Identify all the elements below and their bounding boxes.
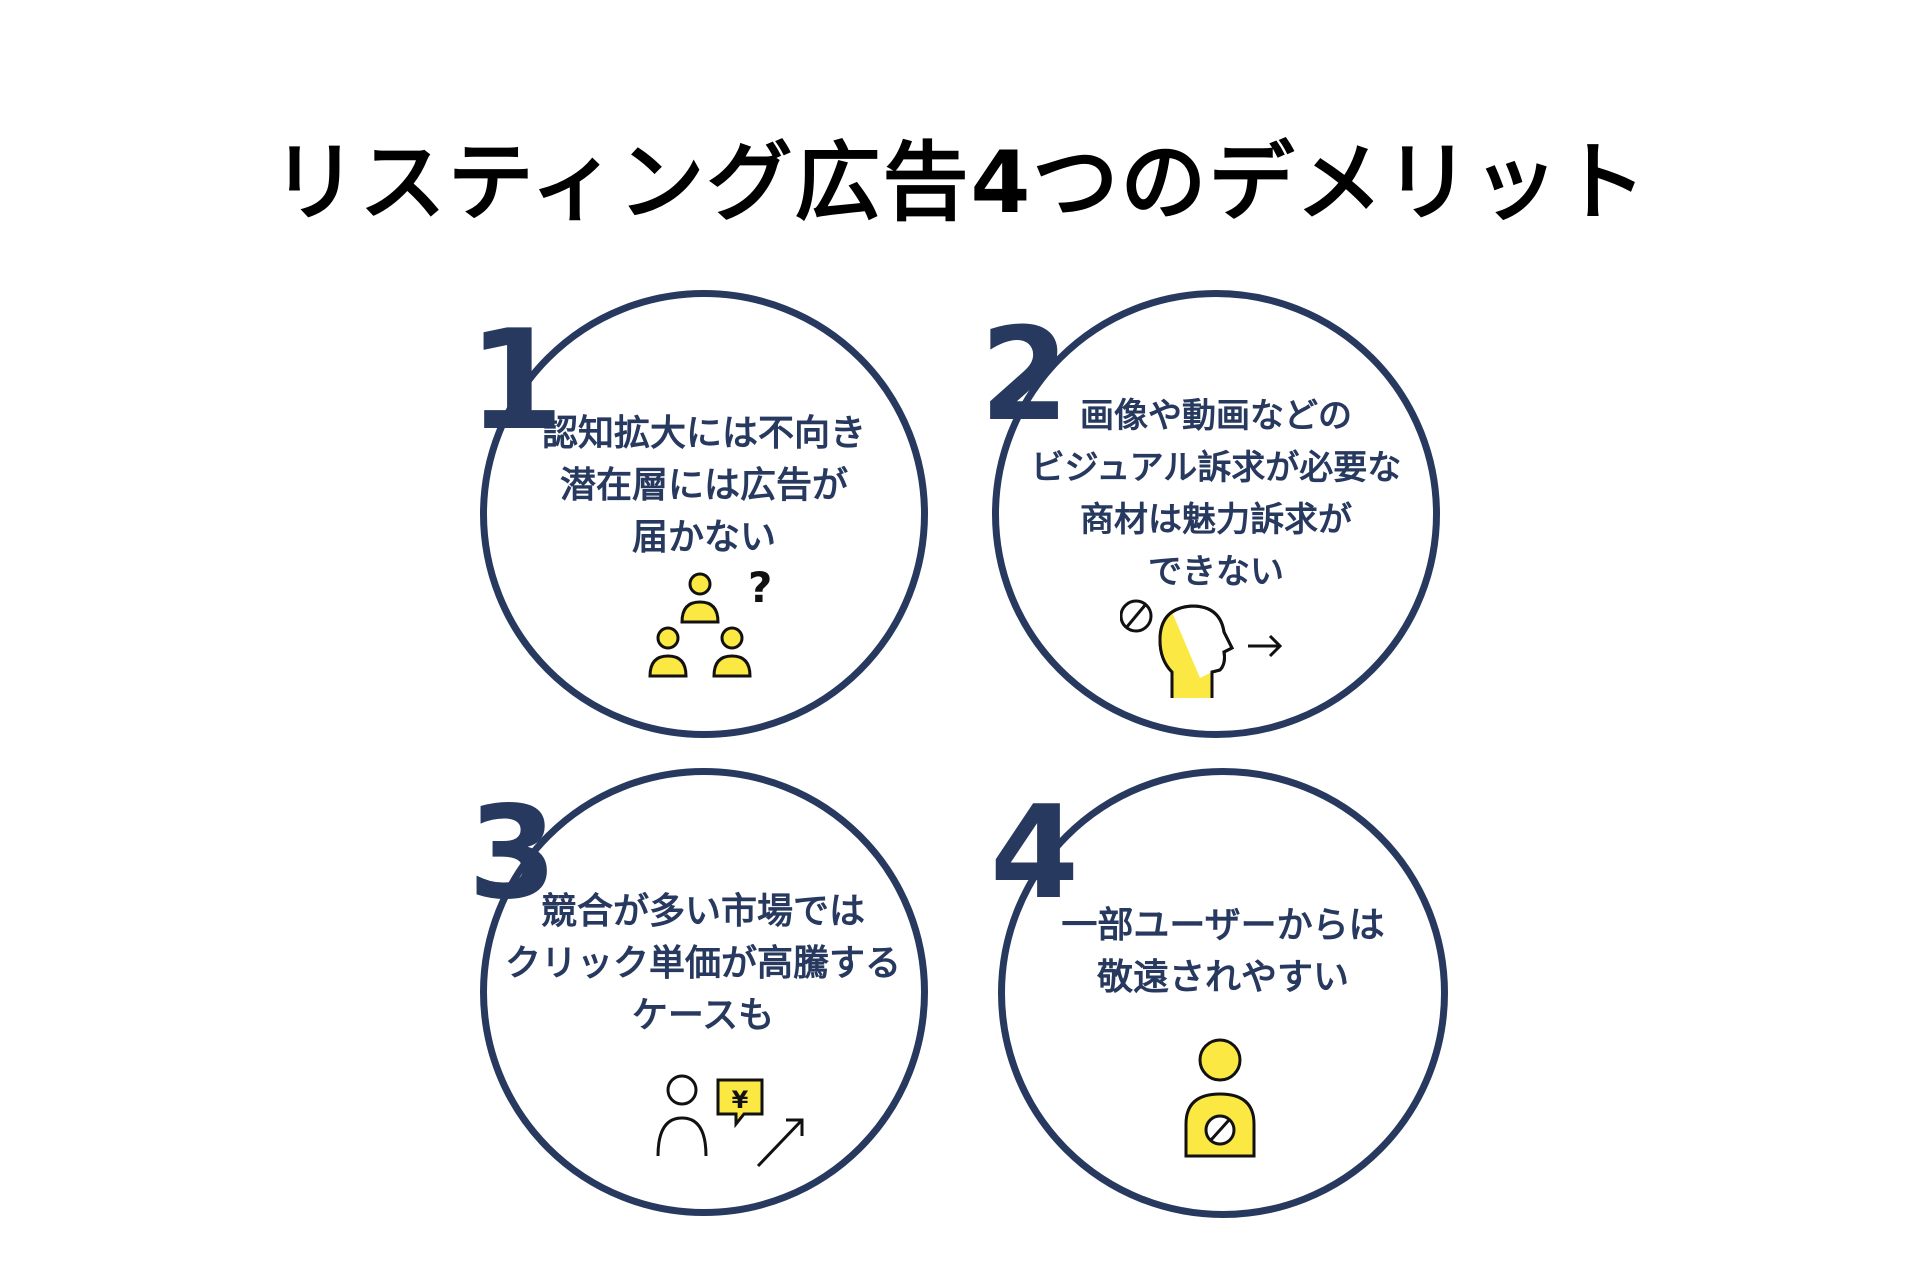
item-number: 2 — [980, 301, 1070, 450]
item-text-line: 一部ユーザーからは — [1061, 905, 1385, 946]
item-text-line: 届かない — [631, 517, 776, 558]
person-price-up-icon: ¥ — [656, 1074, 804, 1168]
item-text: 競合が多い市場では クリック単価が高騰する ケースも — [488, 886, 918, 1042]
item-text: 認知拡大には不向き 潜在層には広告が 届かない — [504, 408, 904, 564]
item-text-line: ケースも — [631, 995, 775, 1036]
person-blocked-icon — [1184, 1038, 1256, 1158]
item-text-line: ビジュアル訴求が必要な — [1030, 448, 1402, 488]
item-number: 4 — [990, 779, 1080, 928]
question-mark: ? — [748, 570, 772, 612]
item-number: 3 — [468, 779, 558, 928]
item-circle — [480, 290, 928, 738]
item-text-line: 敬遠されやすい — [1096, 957, 1349, 998]
item-text: 画像や動画などの ビジュアル訴求が必要な 商材は魅力訴求が できない — [996, 390, 1436, 598]
page-title: リスティング広告4つのデメリット — [271, 133, 1649, 233]
item-text-line: 画像や動画などの — [1080, 396, 1352, 436]
group-question-icon: ? — [648, 570, 772, 678]
item-card-4: 4 一部ユーザーからは 敬遠されやすい — [990, 768, 1450, 1228]
item-card-2: 2 画像や動画などの ビジュアル訴求が必要な 商材は魅力訴求が できない — [980, 290, 1440, 750]
item-text: 一部ユーザーからは 敬遠されやすい — [1008, 900, 1438, 1004]
item-text-line: 商材は魅力訴求が — [1080, 500, 1352, 540]
yen-sign: ¥ — [732, 1086, 749, 1114]
item-card-3: 3 競合が多い市場では クリック単価が高騰する ケースも ¥ — [468, 768, 928, 1228]
item-text-line: 競合が多い市場では — [540, 891, 865, 932]
item-text-line: できない — [1148, 552, 1284, 592]
item-text-line: 認知拡大には不向き — [541, 413, 866, 454]
item-card-1: 1 認知拡大には不向き 潜在層には広告が 届かない ? — [468, 290, 928, 750]
item-text-line: クリック単価が高騰する — [504, 943, 901, 984]
item-text-line: 潜在層には広告が — [559, 465, 848, 506]
head-no-visual-icon — [1120, 599, 1283, 698]
item-number: 1 — [468, 300, 565, 461]
